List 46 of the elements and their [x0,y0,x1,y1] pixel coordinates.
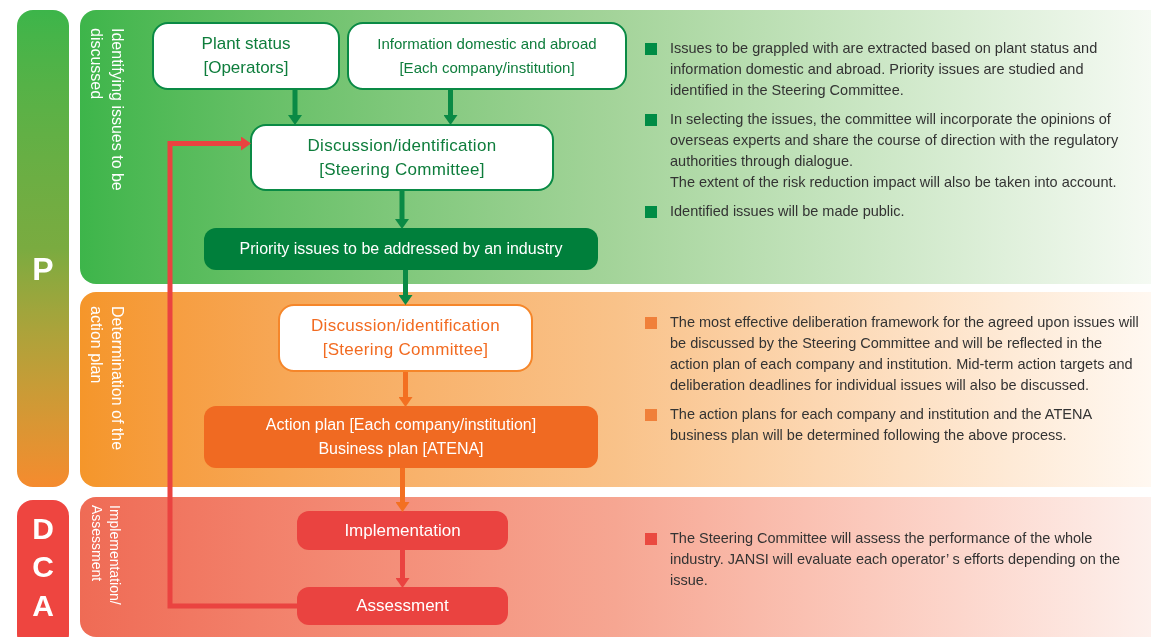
phase-panel [80,497,1151,637]
phase-band [17,10,69,487]
process-box [278,304,533,372]
process-box [204,228,598,270]
box-label: Implementation [344,519,461,542]
phase-band [17,500,69,637]
phase-panel [80,10,1151,284]
arrow [167,136,297,609]
process-box [152,22,340,90]
note-text: The Steering Committee will assess the performance of the whole industry. JANSI will evaluate each operator’ s efforts depending on the issue. [670,529,1122,590]
arrow [395,550,410,588]
process-box [297,511,508,550]
note-text: Issues to be grappled with are extracted based on plant status and information domestic and abroad. Priority issues are studied and identified in the Steering Committee. [670,39,1099,100]
box-label: [Operators] [203,57,289,79]
phase-title: Determination of the action plan [87,306,127,453]
box-label: [Each company/institution] [399,58,575,78]
box-label: Discussion/identification [311,315,500,337]
box-label: Priority issues to be addressed by an industry [239,239,563,259]
arrow [443,90,458,125]
box-label: [Steering Committee] [322,339,489,361]
box-label: Discussion/identification [307,134,497,157]
arrow [395,191,409,229]
note-text: The extent of the risk reduction impact will also be taken into account. [670,173,1117,192]
process-box [250,124,554,191]
phase-title: Implementation/ Assessment [88,505,124,607]
box-label: Business plan [ATENA] [318,439,484,459]
phase-letter: DCA [31,511,55,624]
phase-panel [80,292,1151,487]
note-text: In selecting the issues, the committee will incorporate the opinions of overseas experts and share the course of direction with the regulatory authorities through dialogue. [670,110,1120,171]
arrow [395,468,410,512]
note-text: The action plans for each company and institution and the ATENA business plan will be determined following the above process. [670,405,1093,445]
note-text: Identified issues will be made public. [670,202,905,221]
process-box [347,22,627,90]
box-label: Action plan [Each company/institution] [265,415,537,435]
box-label: [Steering Committee] [319,158,485,181]
arrow [288,90,302,125]
process-box [297,587,508,625]
box-label: Information domestic and abroad [377,34,597,54]
note-text: The most effective deliberation framework for the agreed upon issues will be discussed by the Steering Committee and will be reflected in the action plan of each company and institution. Mid-term action targets and deliberation deadlines for individual issues will also be discussed. [670,313,1140,395]
arrow [398,372,413,407]
arrow [398,270,413,305]
phase-title: Identifying issues to be discussed [87,28,127,193]
phase-letter: P [32,249,54,289]
box-label: Plant status [201,33,291,55]
process-box [204,406,598,468]
box-label: Assessment [356,595,449,617]
